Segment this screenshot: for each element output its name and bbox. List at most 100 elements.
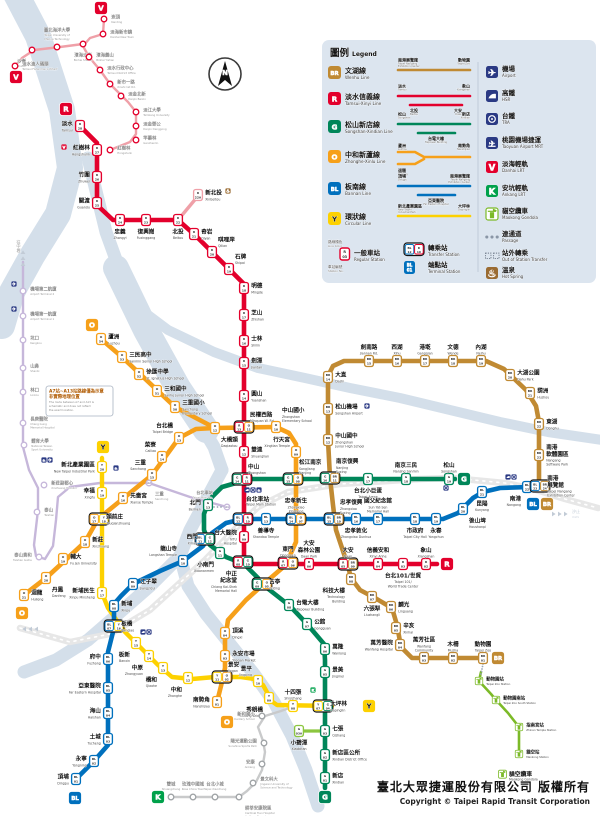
map-label: Jiannan Rd. xyxy=(359,352,378,356)
map-label: 17 xyxy=(366,480,370,484)
map-label: 機場第二航廈 xyxy=(30,285,57,292)
map-label: Y xyxy=(365,703,372,711)
map-label: Taipei Zoo South Station xyxy=(502,701,536,705)
map-label: 22 xyxy=(525,488,529,492)
map-label: 新店 xyxy=(332,772,344,780)
map-label: 南港 xyxy=(547,474,559,482)
map-label: 27 xyxy=(95,151,99,155)
map-label: O xyxy=(275,423,278,427)
map-label: Tamsui District Office xyxy=(106,71,136,75)
map-label: Xindian District Office xyxy=(332,757,367,761)
map-label: 淡水 xyxy=(61,120,74,128)
map-label: Xindian xyxy=(461,116,471,120)
map-label: schematic and does not reflect xyxy=(49,404,91,408)
map-label: G xyxy=(324,645,327,649)
map-label: Memorial Hospital xyxy=(30,426,55,430)
map-label: 三民高中 xyxy=(129,351,152,359)
map-label: 景美 xyxy=(331,666,344,674)
map-label: 大坪林 xyxy=(458,203,470,209)
amrt-icon: ✈ xyxy=(486,137,498,149)
map-label: Software Park xyxy=(546,463,568,467)
map-label: 濱海義山 xyxy=(96,51,114,58)
map-label: BL xyxy=(407,263,413,268)
map-label: Wanfang Hospital xyxy=(365,647,393,651)
map-label: Taipei Bridge xyxy=(151,430,173,434)
map-label: Touqianzhuang xyxy=(105,521,130,525)
map-label: 19 xyxy=(100,494,104,498)
map-label: 14 xyxy=(147,657,151,661)
map-label: Maokong Station xyxy=(526,755,549,759)
map-label: 機場 xyxy=(502,64,516,73)
map-label: Sport University xyxy=(31,448,53,452)
map-label: 淡水 xyxy=(398,83,407,89)
stations: R28淡水TamsuiR27紅樹林HongshulinVR26竹圍ZhuweiR… xyxy=(11,13,576,816)
map-label: 市政府 xyxy=(407,526,424,534)
map-label: Y xyxy=(256,677,260,681)
map-label: O xyxy=(297,476,300,480)
map-label: 南京三民 xyxy=(395,461,418,469)
tra-icon xyxy=(486,113,498,125)
map-label: 橋和 xyxy=(146,675,158,683)
map-label: R xyxy=(243,448,246,452)
map-label: BR xyxy=(508,371,513,375)
map-label: 六張犁 xyxy=(364,604,381,612)
map-label: BL xyxy=(106,709,110,713)
map-label: 03 xyxy=(106,740,110,744)
map-label: 02 xyxy=(424,565,428,569)
map-label: 臺北海洋大學 xyxy=(44,27,71,34)
map-label: 軟體園區 xyxy=(546,450,569,458)
map-label: O xyxy=(151,471,154,475)
map-label: Exhibition Center xyxy=(547,494,575,498)
gondola-icon xyxy=(514,749,524,759)
map-label: R xyxy=(418,246,421,250)
map-label: G xyxy=(324,475,327,479)
map-label: 松山機場 xyxy=(335,403,358,411)
map-label: BL xyxy=(92,757,96,761)
map-label: 三和國中 xyxy=(164,385,187,393)
map-label: 13 xyxy=(161,669,165,673)
hsr-icon xyxy=(505,474,511,480)
map-label: 安康 xyxy=(246,758,255,765)
map-label: 公館 xyxy=(314,618,326,626)
map-label: A1 xyxy=(225,505,229,509)
map-label: 石牌 xyxy=(234,252,247,260)
map-label: Huilong xyxy=(398,172,408,176)
map-label: 51 xyxy=(155,392,159,396)
map-label: Terminal Station xyxy=(427,269,461,274)
map-label: 13 xyxy=(237,427,241,431)
map-label: Songshan-Xindian Line xyxy=(345,129,393,134)
map-label: Yuanshan xyxy=(251,398,266,402)
map-label: Nanjing xyxy=(299,471,311,475)
map-label: 20 xyxy=(210,253,214,257)
map-label: BR xyxy=(543,502,552,508)
map-label: Gangqian xyxy=(417,352,432,356)
map-label: 西門 xyxy=(187,533,199,541)
map-label: R xyxy=(243,311,246,315)
map-label: 動物園站 xyxy=(486,675,504,682)
map-label: Elementary School xyxy=(282,419,312,423)
map-label: 08 xyxy=(236,562,240,566)
map-label: BR xyxy=(337,516,342,520)
map-label: G xyxy=(461,476,467,484)
line-airport xyxy=(21,260,229,561)
